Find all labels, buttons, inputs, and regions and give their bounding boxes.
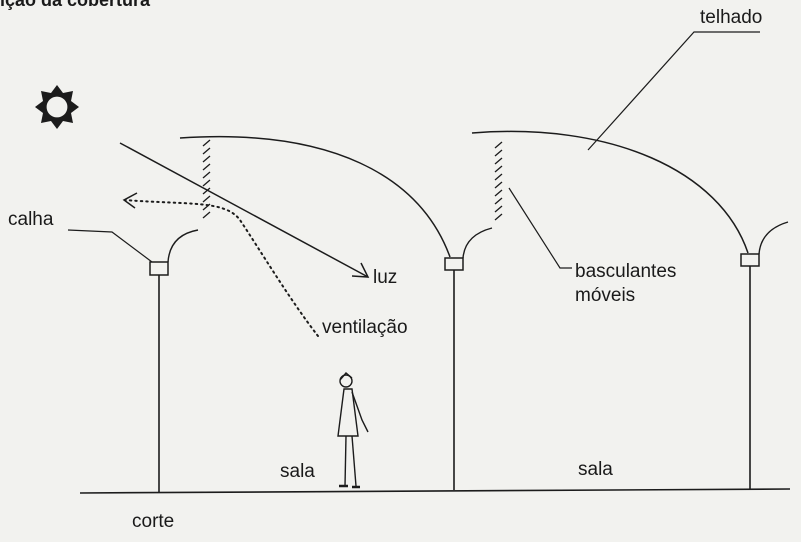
lip-right bbox=[758, 221, 789, 255]
leader-basculantes bbox=[508, 187, 572, 269]
label-telhado: telhado bbox=[700, 7, 763, 28]
label-luz: luz bbox=[373, 267, 398, 288]
louver-right bbox=[494, 141, 503, 221]
light-ray-arrowhead bbox=[351, 262, 370, 278]
ground-line bbox=[79, 488, 791, 494]
label-basculantes: basculantes bbox=[575, 261, 677, 282]
lip-left bbox=[167, 229, 199, 263]
louver-left bbox=[202, 139, 211, 219]
lip-middle bbox=[462, 227, 493, 259]
label-ventilacao: ventilação bbox=[322, 317, 408, 338]
roof-shell-2 bbox=[471, 130, 749, 254]
leader-calha bbox=[67, 229, 153, 263]
label-moveis: móveis bbox=[575, 285, 636, 306]
ventilation-arrowhead bbox=[122, 192, 138, 209]
label-sala-left: sala bbox=[280, 461, 315, 482]
sun-icon bbox=[35, 85, 79, 129]
gutter-middle bbox=[444, 257, 464, 271]
roof-shell-1 bbox=[179, 135, 451, 258]
leader-telhado bbox=[587, 31, 760, 151]
ventilation-path bbox=[124, 199, 319, 337]
gutter-left bbox=[149, 261, 169, 276]
gutter-right bbox=[740, 253, 760, 267]
light-ray bbox=[119, 142, 369, 278]
person-figure bbox=[337, 372, 369, 489]
label-calha: calha bbox=[8, 209, 54, 230]
label-sala-right: sala bbox=[578, 459, 613, 480]
heading-text: ição da cobertura bbox=[0, 0, 151, 10]
label-corte: corte bbox=[132, 511, 175, 532]
